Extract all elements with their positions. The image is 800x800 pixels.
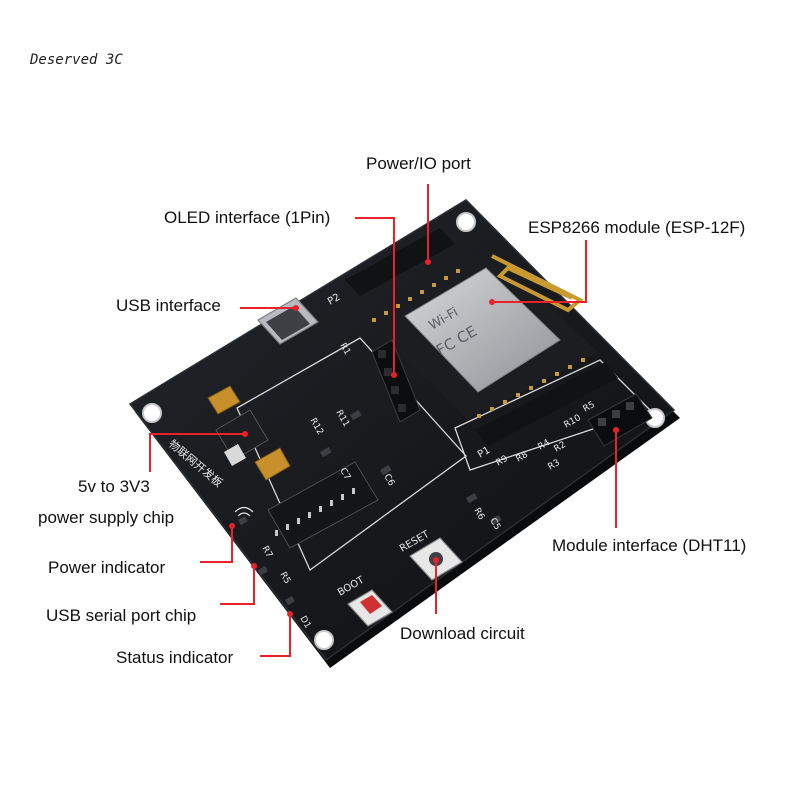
pcb-antenna [491, 254, 584, 313]
watermark-text: Deserved 3C [30, 52, 123, 68]
label-usb-serial-chip: USB serial port chip [46, 606, 197, 625]
label-status-indicator: Status indicator [116, 648, 234, 667]
callout-line-power-chip [149, 433, 245, 472]
label-download-circuit: Download circuit [400, 624, 525, 643]
callout-dots [229, 259, 619, 617]
label-module-interface: Module interface (DHT11) [552, 536, 747, 555]
callout-lines [149, 184, 617, 657]
usb-port-icon [257, 297, 319, 345]
mounting-holes [142, 212, 665, 650]
label-power-chip-line1: 5v to 3V3 [78, 477, 150, 496]
wifi-symbol-icon [234, 506, 254, 517]
usb-serial-chip [267, 461, 379, 549]
boot-button-icon [347, 589, 393, 627]
callout-line-usb-serial [220, 566, 255, 605]
callout-line-oled [355, 217, 395, 375]
label-power-io-port: Power/IO port [366, 154, 471, 173]
label-oled-interface: OLED interface (1Pin) [164, 208, 331, 227]
label-power-indicator: Power indicator [48, 558, 166, 577]
label-usb-interface: USB interface [116, 296, 221, 315]
oled-header [371, 339, 421, 423]
callout-line-esp [492, 240, 587, 303]
callout-line-power-indicator [200, 526, 233, 563]
silk-p2: P2 [326, 292, 342, 308]
silk-outline-header-area [454, 359, 652, 471]
label-esp-module: ESP8266 module (ESP-12F) [528, 218, 746, 237]
io-header-p1 [475, 338, 618, 446]
smd-components [238, 410, 502, 606]
module-shield [404, 267, 561, 393]
callout-line-status [260, 614, 291, 657]
dht11-socket [587, 393, 653, 447]
silk-p1: P1 [476, 445, 492, 461]
label-power-chip-line2: power supply chip [38, 508, 175, 527]
